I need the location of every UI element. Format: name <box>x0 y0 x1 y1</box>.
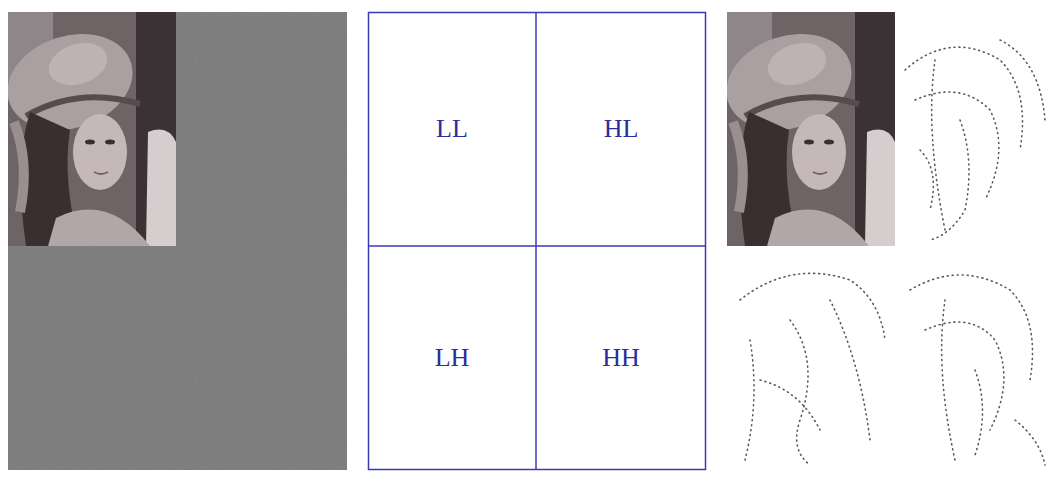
subband-grid <box>369 13 706 470</box>
subband-label: LL <box>436 115 468 144</box>
subband-label: LH <box>435 344 470 373</box>
subband-box: HL <box>537 13 705 245</box>
subband-label: HH <box>602 344 640 373</box>
subband-box: HH <box>537 247 705 469</box>
approximation-image <box>714 12 895 246</box>
edge-speckles <box>740 40 1045 465</box>
subband-box: LL <box>369 13 535 245</box>
subband-box: LH <box>369 247 535 469</box>
approximation-image <box>0 12 176 246</box>
subband-label: HL <box>604 115 639 144</box>
